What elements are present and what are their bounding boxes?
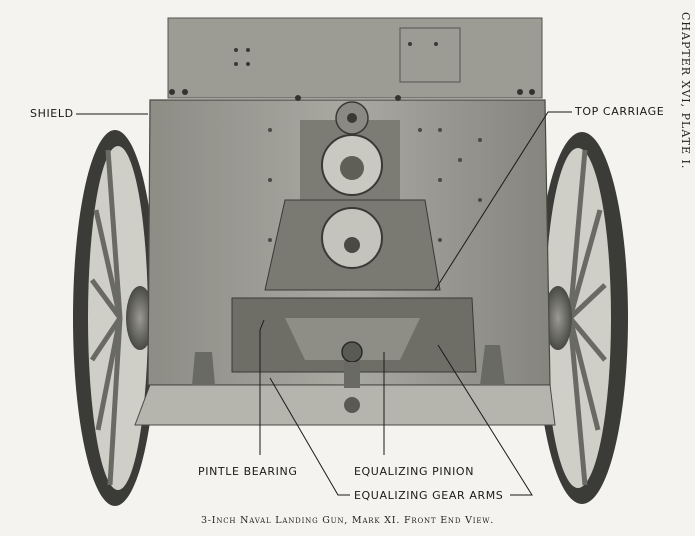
top-carriage-callout: TOP CARRIAGE: [575, 105, 665, 118]
equalizing-gear-arms-callout: EQUALIZING GEAR ARMS: [354, 489, 504, 502]
plate-caption: 3-Inch Naval Landing Gun, Mark XI. Front…: [200, 515, 495, 526]
gun-breech: [300, 101, 400, 200]
upper-shield: [167, 17, 543, 99]
gear-arms-leader-right: [437, 344, 533, 496]
left-wheel: [73, 130, 157, 506]
shield-callout: SHIELD: [30, 107, 74, 120]
equalizing-pinion-callout: EQUALIZING PINION: [354, 465, 475, 478]
gear-arms-leader-left: [269, 377, 350, 496]
top-carriage-leader: [434, 111, 572, 291]
pintle-bearing-leader: [259, 319, 265, 455]
right-wheel: [536, 132, 628, 504]
pintle-bearing-callout: PINTLE BEARING: [198, 465, 298, 478]
chapter-heading: CHAPTER XVI, PLATE I.: [679, 12, 692, 170]
